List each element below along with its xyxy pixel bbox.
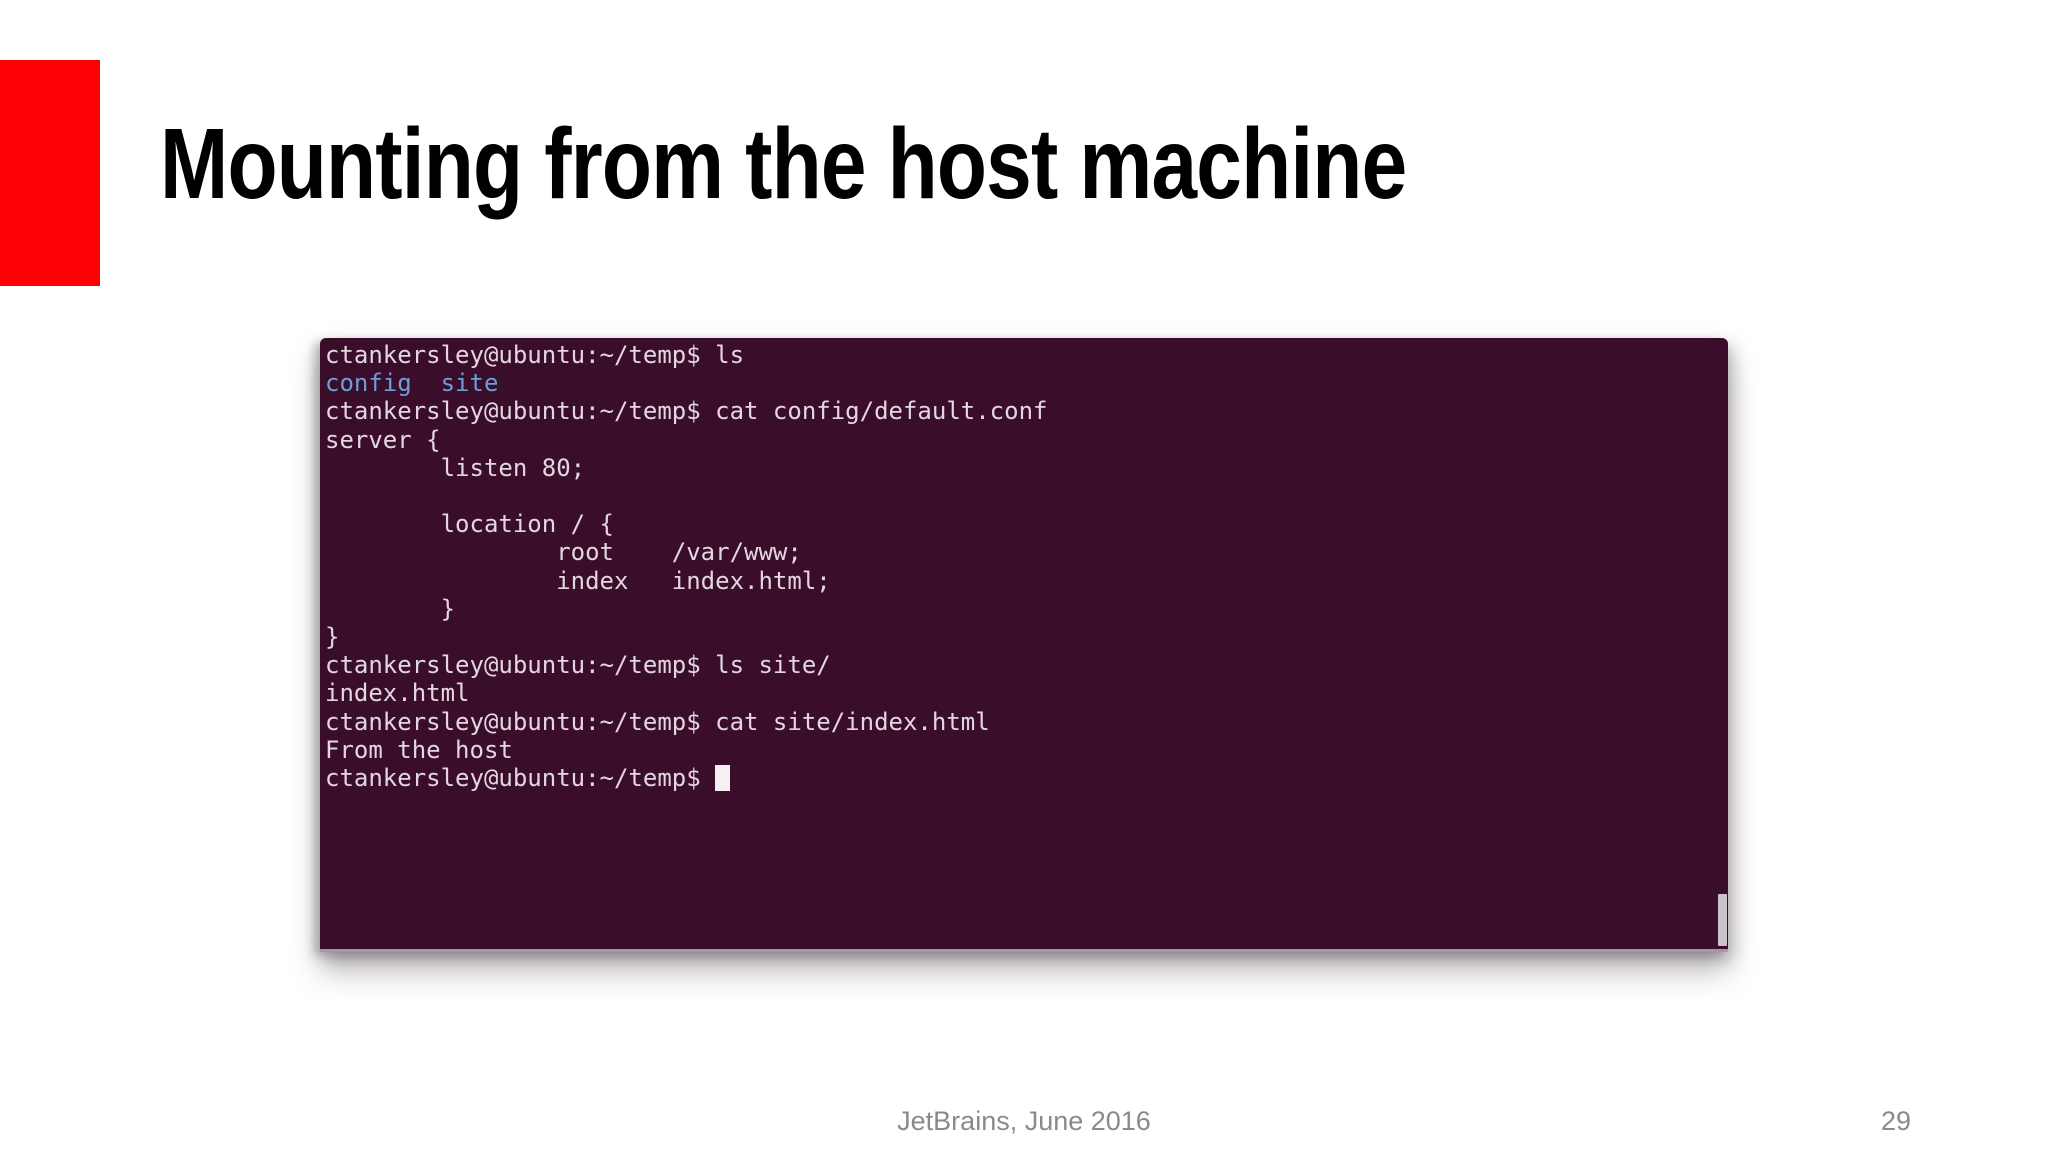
terminal-line: config site xyxy=(325,369,499,398)
terminal-line: listen 80; xyxy=(325,453,586,482)
footer-credit: JetBrains, June 2016 xyxy=(897,1106,1151,1136)
terminal-line: index index.html; xyxy=(325,566,831,595)
terminal-line: } xyxy=(325,623,340,652)
terminal-line: } xyxy=(325,594,456,623)
terminal-line: index.html xyxy=(325,679,470,708)
page-number: 29 xyxy=(1880,1106,1911,1136)
terminal-line xyxy=(325,482,1728,510)
terminal-cursor xyxy=(715,765,731,792)
terminal-line: ctankersley@ubuntu:~/temp$ xyxy=(325,764,1728,792)
terminal-line: ctankersley@ubuntu:~/temp$ ls site/ xyxy=(325,651,831,680)
terminal-line: From the host xyxy=(325,735,513,764)
slide-title: Mounting from the host machine xyxy=(160,108,1407,220)
terminal-line: ctankersley@ubuntu:~/temp$ ls xyxy=(325,341,745,369)
scrollbar-thumb[interactable] xyxy=(1718,894,1727,946)
terminal-line: ctankersley@ubuntu:~/temp$ cat site/inde… xyxy=(325,707,990,736)
accent-bar xyxy=(0,60,100,286)
terminal-line: server { xyxy=(325,425,441,454)
terminal-line: root /var/www; xyxy=(325,538,802,567)
terminal-line: ctankersley@ubuntu:~/temp$ cat config/de… xyxy=(325,397,1048,426)
terminal-line: location / { xyxy=(325,510,614,539)
